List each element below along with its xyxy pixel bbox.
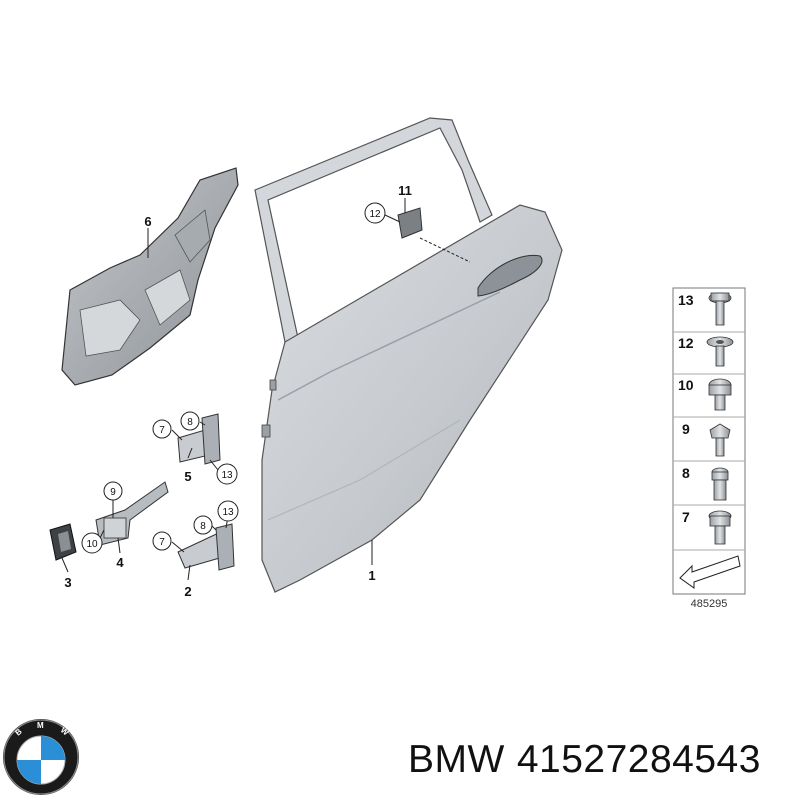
- legend-13: 13: [678, 292, 694, 308]
- leader-lines: [61, 198, 406, 581]
- circled-9: 9: [110, 487, 116, 498]
- callout-5: 5: [184, 469, 191, 484]
- legend-9: 9: [682, 421, 690, 437]
- brand-name: BMW: [408, 738, 505, 781]
- part-number: 41527284543: [516, 738, 761, 781]
- circled-13-lower: 13: [222, 507, 234, 518]
- circled-12: 12: [369, 209, 381, 220]
- legend-10: 10: [678, 377, 694, 393]
- bolt-7-icon: [708, 510, 732, 545]
- callout-4: 4: [116, 555, 124, 570]
- bolt-10-icon: [708, 378, 732, 411]
- circled-8-lower: 8: [200, 521, 206, 532]
- bolt-12-icon: [706, 336, 734, 367]
- bolt-13-icon: [708, 292, 732, 326]
- hinge-upper: [177, 413, 221, 465]
- svg-text:M: M: [37, 721, 44, 730]
- circled-7-upper: 7: [159, 425, 165, 436]
- circled-8-upper: 8: [187, 417, 193, 428]
- legend-7: 7: [682, 509, 690, 525]
- svg-text:B: B: [14, 727, 24, 738]
- door-seal: [49, 523, 77, 561]
- legend-8: 8: [682, 465, 690, 481]
- diagram-reference-number: 485295: [691, 598, 728, 610]
- part-caption: BMW 41527284543: [408, 738, 761, 782]
- direction-arrow-icon: [679, 555, 741, 589]
- bolt-8-icon: [711, 467, 729, 501]
- bmw-logo: B M W: [3, 719, 79, 795]
- check-strap: [95, 481, 169, 546]
- circled-13-upper: 13: [221, 470, 233, 481]
- door-panel: [254, 117, 563, 593]
- callout-11: 11: [398, 183, 412, 198]
- callout-2: 2: [184, 584, 191, 599]
- callout-6: 6: [144, 214, 151, 229]
- fastener-legend: 13 12 10 9 8 7: [672, 287, 746, 595]
- handle-trim-cover: [397, 207, 471, 263]
- trim-carrier: [61, 167, 239, 386]
- callout-1: 1: [368, 568, 375, 583]
- callout-3: 3: [64, 575, 71, 590]
- bolt-9-icon: [709, 423, 731, 457]
- svg-text:W: W: [59, 726, 71, 738]
- circled-callouts: [81, 202, 386, 554]
- circled-7-lower: 7: [159, 537, 165, 548]
- circled-10: 10: [86, 539, 98, 550]
- legend-12: 12: [678, 335, 694, 351]
